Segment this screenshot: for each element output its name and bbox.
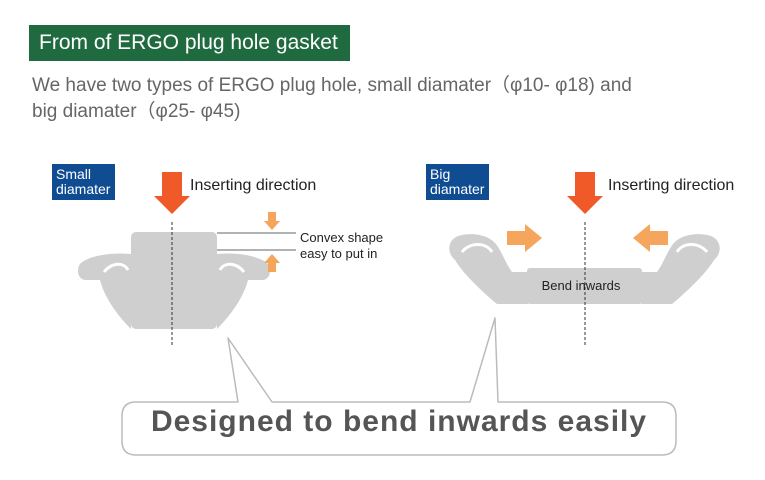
small-gasket-right-groove bbox=[218, 262, 246, 274]
convex-note: Convex shape easy to put in bbox=[300, 230, 384, 261]
big-gasket-right-flange bbox=[641, 234, 720, 304]
big-gasket bbox=[449, 222, 720, 345]
big-gasket-left-groove bbox=[460, 243, 494, 254]
title-banner: From of ERGO plug hole gasket bbox=[29, 25, 350, 61]
big-gasket-body bbox=[527, 268, 642, 304]
big-gasket-left-flange bbox=[449, 234, 528, 304]
small-direction-label: Inserting direction bbox=[190, 177, 317, 194]
small-gasket-left-flange bbox=[78, 253, 131, 329]
small-diamater-tag: Small diamater bbox=[52, 164, 116, 200]
convex-arrow-down-icon bbox=[264, 212, 280, 230]
small-insert-arrow-icon bbox=[154, 172, 190, 214]
convex-arrow-up-icon bbox=[264, 254, 280, 272]
callout-text: Designed to bend inwards easily bbox=[150, 405, 648, 438]
big-diamater-tag: Big diamater bbox=[426, 164, 490, 200]
small-gasket-left-groove bbox=[102, 262, 130, 274]
bend-inwards-label: Bend inwards bbox=[541, 278, 621, 293]
small-gasket-body bbox=[131, 232, 217, 329]
big-direction-label: Inserting direction bbox=[608, 177, 735, 194]
big-insert-arrow-icon bbox=[567, 172, 603, 214]
small-gasket-right-flange bbox=[217, 253, 270, 329]
bend-arrow-right-icon bbox=[507, 224, 542, 252]
bend-arrow-left-icon bbox=[633, 224, 668, 252]
callout-bubble bbox=[121, 317, 677, 456]
page-title: From of ERGO plug hole gasket bbox=[39, 31, 338, 54]
description: We have two types of ERGO plug hole, sma… bbox=[32, 73, 732, 125]
big-gasket-right-groove bbox=[675, 243, 709, 254]
description-line-1: We have two types of ERGO plug hole, sma… bbox=[32, 75, 632, 96]
description-line-2: big diamater（φ25- φ45) bbox=[32, 101, 241, 122]
small-gasket bbox=[78, 222, 270, 345]
